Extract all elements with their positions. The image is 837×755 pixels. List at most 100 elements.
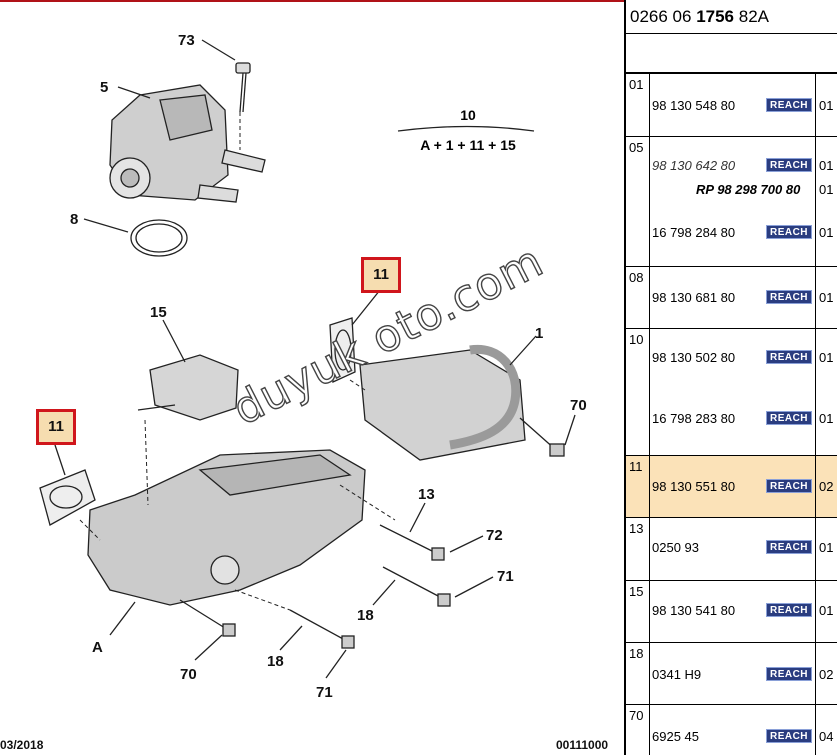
- position-number: 01: [626, 74, 650, 136]
- callout-18-bottom: 18: [267, 653, 284, 670]
- reach-badge: REACH: [766, 729, 812, 743]
- qty-column-divider: [815, 74, 816, 136]
- part-number[interactable]: 98 130 681 80: [652, 290, 736, 305]
- parts-diagram: 73 5 8 15 1 70 13 72 71 18 A 70 18 71 10…: [0, 0, 624, 752]
- part-number[interactable]: 98 130 502 80: [652, 350, 736, 365]
- part-line: 0341 H9 REACH 02: [652, 667, 837, 685]
- reach-badge: REACH: [766, 158, 812, 172]
- qty-column-divider: [815, 329, 816, 455]
- qty-column-divider: [815, 581, 816, 642]
- quantity: 01: [819, 225, 834, 240]
- qty-column-divider: [815, 456, 816, 517]
- position-number: 18: [626, 643, 650, 704]
- position-number: 15: [626, 581, 650, 642]
- callout-5: 5: [100, 79, 108, 96]
- part-number[interactable]: 98 130 548 80: [652, 98, 736, 113]
- callout-70-top: 70: [570, 397, 587, 414]
- callout-A: A: [92, 639, 103, 656]
- part-line: 16 798 283 80 REACH 01: [652, 411, 837, 429]
- qty-column-divider: [815, 137, 816, 266]
- quantity: 01: [819, 411, 834, 426]
- footer-date: 03/2018: [0, 738, 44, 752]
- callout-1: 1: [535, 325, 543, 342]
- callout-70-bottom: 70: [180, 666, 197, 683]
- callout-72: 72: [486, 527, 503, 544]
- callout-71-right: 71: [497, 568, 514, 585]
- qty-column-divider: [815, 518, 816, 580]
- reach-badge: REACH: [766, 350, 812, 364]
- position-number: 05: [626, 137, 650, 266]
- replacement-part-number[interactable]: RP 98 298 700 80: [696, 182, 801, 197]
- part-line: 98 130 642 80 REACH 01: [652, 158, 837, 176]
- part-line: 16 798 284 80 REACH 01: [652, 225, 837, 243]
- reach-badge: REACH: [766, 667, 812, 681]
- quantity: 01: [819, 98, 834, 113]
- callout-8: 8: [70, 211, 78, 228]
- part-line: RP 98 298 700 80 01: [652, 182, 837, 200]
- position-number: 08: [626, 267, 650, 328]
- qty-column-divider: [815, 705, 816, 755]
- callout-18-right: 18: [357, 607, 374, 624]
- quantity: 01: [819, 182, 834, 197]
- reach-badge: REACH: [766, 225, 812, 239]
- group-number: 10: [460, 107, 476, 123]
- reach-badge: REACH: [766, 479, 812, 493]
- quantity: 04: [819, 729, 834, 744]
- part-number[interactable]: 98 130 642 80: [652, 158, 736, 173]
- ref-prefix: 0266 06: [630, 7, 697, 26]
- callout-11-highlight-lower[interactable]: 11: [36, 409, 76, 445]
- quantity: 02: [819, 667, 834, 682]
- position-number: 70: [626, 705, 650, 755]
- blank-header-row: [626, 34, 837, 73]
- position-number: 13: [626, 518, 650, 580]
- part-number[interactable]: 98 130 541 80: [652, 603, 736, 618]
- callout-15: 15: [150, 304, 167, 321]
- part-line: 98 130 551 80 REACH 02: [652, 479, 837, 497]
- callout-11-highlight-upper[interactable]: 11: [361, 257, 401, 293]
- qty-column-divider: [815, 267, 816, 328]
- top-border: [0, 0, 624, 2]
- quantity: 01: [819, 350, 834, 365]
- position-number: 10: [626, 329, 650, 455]
- quantity: 01: [819, 158, 834, 173]
- callout-73: 73: [178, 32, 195, 49]
- qty-column-divider: [815, 643, 816, 704]
- part-line: 6925 45 REACH 04: [652, 729, 837, 747]
- part-number[interactable]: 98 130 551 80: [652, 479, 736, 494]
- group-label: 10 A + 1 + 11 + 15: [398, 107, 538, 153]
- reference-header: 0266 06 1756 82A: [626, 0, 837, 34]
- part-number[interactable]: 6925 45: [652, 729, 699, 744]
- reach-badge: REACH: [766, 411, 812, 425]
- footer-code: 00111000: [556, 738, 609, 752]
- part-line: 98 130 502 80 REACH 01: [652, 350, 837, 368]
- reach-badge: REACH: [766, 98, 812, 112]
- group-formula: A + 1 + 11 + 15: [420, 137, 516, 153]
- part-line: 98 130 541 80 REACH 01: [652, 603, 837, 621]
- diagram-drawing: 73 5 8 15 1 70 13 72 71 18 A 70 18 71: [39, 32, 587, 701]
- reach-badge: REACH: [766, 540, 812, 554]
- quantity: 01: [819, 603, 834, 618]
- part-number[interactable]: 16 798 283 80: [652, 411, 736, 426]
- part-number[interactable]: 16 798 284 80: [652, 225, 736, 240]
- part-number[interactable]: 0341 H9: [652, 667, 702, 682]
- reach-badge: REACH: [766, 290, 812, 304]
- part-line: 98 130 548 80 REACH 01: [652, 98, 837, 116]
- quantity: 02: [819, 479, 834, 494]
- part-number[interactable]: 0250 93: [652, 540, 699, 555]
- callout-71-bottom: 71: [316, 684, 333, 701]
- ref-bold: 1756: [696, 7, 735, 26]
- reach-badge: REACH: [766, 603, 812, 617]
- position-number: 11: [626, 456, 650, 517]
